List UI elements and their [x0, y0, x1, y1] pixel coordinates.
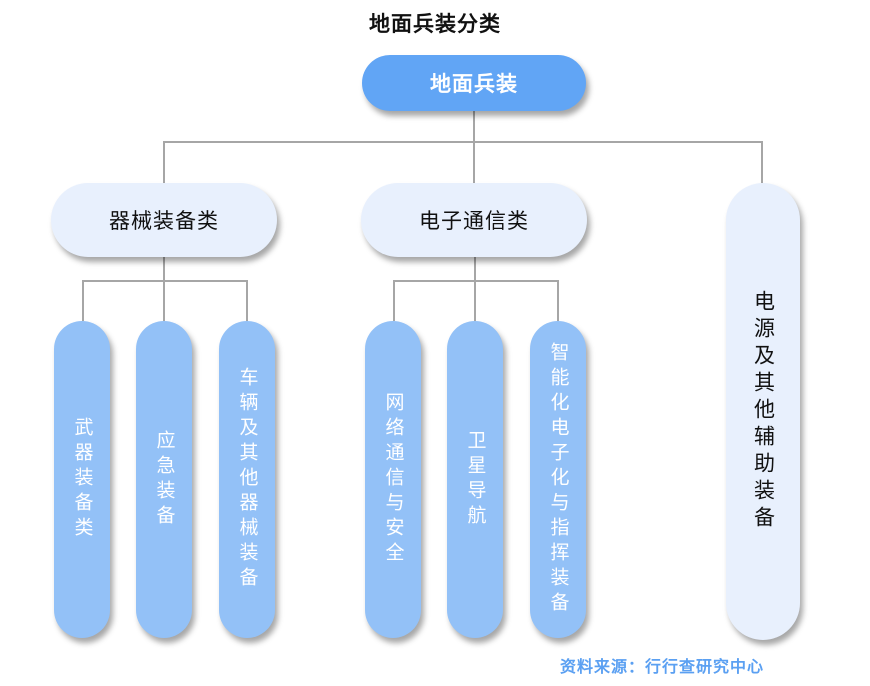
connector-level1-horizontal [163, 141, 763, 143]
source-note: 资料来源：行行查研究中心 [560, 657, 765, 676]
leaf-label: 卫星导航 [464, 429, 487, 530]
connector-to-cat1 [163, 141, 165, 183]
leaf-node-vehicles: 车辆及其他器械装备 [219, 321, 275, 638]
connector-to-cat2 [473, 141, 475, 183]
connector-root-down [473, 111, 475, 142]
leaf-label: 应急装备 [153, 429, 176, 530]
connector-cat2-horizontal [393, 280, 559, 282]
leaf-node-satellite-navigation: 卫星导航 [447, 321, 503, 638]
connector-cat1-horizontal [82, 280, 248, 282]
root-node: 地面兵装 [362, 55, 586, 111]
category-label: 电子通信类 [419, 209, 529, 233]
leaf-label: 智能化电子化与指挥装备 [547, 342, 570, 617]
connector-cat1-down [163, 257, 165, 321]
connector-leaf-1-3 [246, 280, 248, 321]
leaf-node-weapons: 武器装备类 [54, 321, 110, 638]
diagram-title: 地面兵装分类 [369, 12, 501, 36]
category-node-power-auxiliary: 电源及其他辅助装备 [726, 183, 800, 640]
leaf-label: 网络通信与安全 [382, 392, 405, 567]
connector-leaf-2-3 [557, 280, 559, 321]
leaf-label: 武器装备类 [71, 417, 94, 542]
category-label: 器械装备类 [109, 209, 219, 233]
root-label: 地面兵装 [430, 72, 518, 96]
leaf-node-network-security: 网络通信与安全 [365, 321, 421, 638]
leaf-label: 车辆及其他器械装备 [236, 367, 259, 592]
leaf-node-intelligent-command: 智能化电子化与指挥装备 [530, 321, 586, 638]
connector-leaf-1-1 [82, 280, 84, 321]
connector-cat2-down [474, 257, 476, 321]
category-node-equipment: 器械装备类 [51, 183, 277, 257]
leaf-node-emergency: 应急装备 [136, 321, 192, 638]
connector-to-cat3 [761, 141, 763, 183]
category-node-electronics: 电子通信类 [361, 183, 587, 257]
category-label: 电源及其他辅助装备 [751, 290, 776, 533]
connector-leaf-2-1 [393, 280, 395, 321]
